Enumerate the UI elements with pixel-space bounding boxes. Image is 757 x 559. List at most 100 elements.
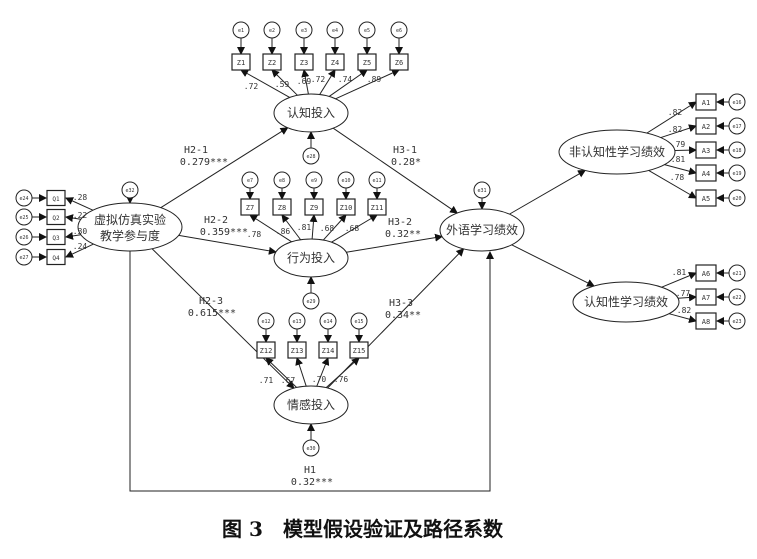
indicator-a5-label: A5 bbox=[702, 195, 710, 203]
path-h1 bbox=[129, 251, 494, 492]
error-e29-label: e29 bbox=[306, 299, 315, 305]
error-e13-label: e13 bbox=[292, 319, 301, 325]
indicator-z9-label: Z9 bbox=[310, 204, 318, 212]
error-e21-label: e21 bbox=[732, 271, 741, 277]
loading-z12-value: .71 bbox=[259, 376, 274, 385]
figure-caption-title: 模型假设验证及路径系数 bbox=[283, 517, 504, 541]
error-e24 bbox=[15, 189, 33, 207]
indicator-a7-label: A7 bbox=[702, 294, 710, 302]
error-e25 bbox=[15, 208, 33, 226]
latent-behavioral-engagement-label: 行为投入 bbox=[287, 250, 335, 265]
indicator-z11 bbox=[367, 198, 387, 216]
indicator-a1-label: A1 bbox=[702, 99, 710, 107]
loading-z6-value: .89 bbox=[367, 75, 382, 84]
path-perf-cogperf bbox=[511, 244, 595, 287]
path-h2-1-coef: 0.279*** bbox=[180, 157, 228, 168]
error-e16 bbox=[728, 93, 746, 111]
loading-a3 bbox=[674, 146, 697, 155]
indicator-z4-label: Z4 bbox=[331, 59, 339, 67]
loading-z15 bbox=[325, 357, 360, 389]
error-e23 bbox=[728, 312, 746, 330]
loading-q2 bbox=[65, 214, 81, 223]
error-e18-label: e18 bbox=[732, 148, 741, 154]
error-e4-label: e4 bbox=[332, 28, 338, 34]
error-e8-label: e8 bbox=[279, 178, 285, 184]
loading-q4 bbox=[65, 243, 94, 258]
indicator-q1 bbox=[46, 189, 66, 207]
error-e5 bbox=[358, 21, 376, 39]
loading-z12 bbox=[265, 357, 298, 388]
indicator-z8 bbox=[272, 198, 292, 216]
error-e9 bbox=[305, 171, 323, 189]
error-e12-label: e12 bbox=[261, 319, 270, 325]
loading-z14 bbox=[316, 357, 330, 387]
indicator-a6-label: A6 bbox=[702, 270, 710, 278]
indicator-q3 bbox=[46, 228, 66, 246]
loading-z13 bbox=[295, 357, 307, 387]
path-h3-1-coef: 0.28* bbox=[391, 157, 421, 168]
error-e9-label: e9 bbox=[311, 178, 317, 184]
indicator-a3-label: A3 bbox=[702, 147, 710, 155]
loading-z4 bbox=[319, 69, 336, 95]
path-h3-1 bbox=[332, 127, 459, 214]
indicator-z2-label: Z2 bbox=[268, 59, 276, 67]
indicator-z1 bbox=[231, 53, 251, 71]
loading-z9 bbox=[309, 214, 318, 240]
loading-z3 bbox=[301, 69, 310, 95]
indicator-a1 bbox=[695, 93, 717, 111]
error-e28-label: e28 bbox=[306, 154, 315, 160]
loading-a4-value: .81 bbox=[671, 155, 686, 164]
loading-z11-value: .68 bbox=[345, 224, 360, 233]
indicator-z6-label: Z6 bbox=[395, 59, 403, 67]
loading-z5-value: .74 bbox=[338, 75, 353, 84]
error-e3-label: e3 bbox=[301, 28, 307, 34]
path-h3-2 bbox=[346, 233, 444, 253]
error-e30 bbox=[302, 439, 320, 457]
indicator-z8-label: Z8 bbox=[278, 204, 286, 212]
loading-a4 bbox=[664, 164, 697, 176]
indicator-z4 bbox=[325, 53, 345, 71]
error-e32 bbox=[121, 181, 139, 199]
indicator-z12 bbox=[256, 341, 276, 359]
error-e15-label: e15 bbox=[354, 319, 363, 325]
latent-foreign-language-performance-label: 外语学习绩效 bbox=[446, 222, 518, 237]
indicator-q2-label: Q2 bbox=[52, 215, 60, 222]
loading-z1-value: .72 bbox=[244, 82, 259, 91]
error-e6 bbox=[390, 21, 408, 39]
indicator-z13-label: Z13 bbox=[291, 347, 304, 355]
error-e23-label: e23 bbox=[732, 319, 741, 325]
latent-vr-engagement-label-line2: 教学参与度 bbox=[100, 228, 160, 243]
error-e15 bbox=[350, 312, 368, 330]
error-e3 bbox=[295, 21, 313, 39]
path-h3-3 bbox=[327, 248, 465, 389]
path-h2-2-label: H2-2 bbox=[204, 215, 228, 226]
error-e7-label: e7 bbox=[247, 178, 253, 184]
loading-z7 bbox=[249, 214, 292, 243]
error-e26-label: e26 bbox=[19, 235, 28, 241]
indicator-q4 bbox=[46, 248, 66, 266]
latent-cognitive-performance-label: 认知性学习绩效 bbox=[584, 294, 668, 309]
indicator-z6 bbox=[389, 53, 409, 71]
error-e21 bbox=[728, 264, 746, 282]
indicator-a8 bbox=[695, 312, 717, 330]
loading-z15-value: .76 bbox=[334, 375, 349, 384]
indicator-z2 bbox=[262, 53, 282, 71]
error-e14-label: e14 bbox=[323, 319, 332, 325]
loading-z1 bbox=[240, 69, 290, 98]
path-h2-1 bbox=[160, 127, 289, 209]
loading-a6-value: .81 bbox=[672, 268, 687, 277]
error-e7 bbox=[241, 171, 259, 189]
loading-q4-value: .24 bbox=[73, 242, 88, 251]
indicator-q2 bbox=[46, 208, 66, 226]
loading-z11 bbox=[331, 214, 378, 243]
indicator-z14-label: Z14 bbox=[322, 347, 335, 355]
indicator-a8-label: A8 bbox=[702, 318, 710, 326]
latent-behavioral-engagement bbox=[273, 238, 349, 278]
error-e30-label: e30 bbox=[306, 446, 315, 452]
loading-a2 bbox=[660, 124, 697, 139]
path-h3-2-coef: 0.32** bbox=[385, 229, 421, 240]
indicator-a3 bbox=[695, 141, 717, 159]
latent-cognitive-engagement bbox=[273, 93, 349, 133]
loading-a7 bbox=[678, 293, 697, 302]
path-h2-2-coef: 0.359*** bbox=[200, 227, 248, 238]
